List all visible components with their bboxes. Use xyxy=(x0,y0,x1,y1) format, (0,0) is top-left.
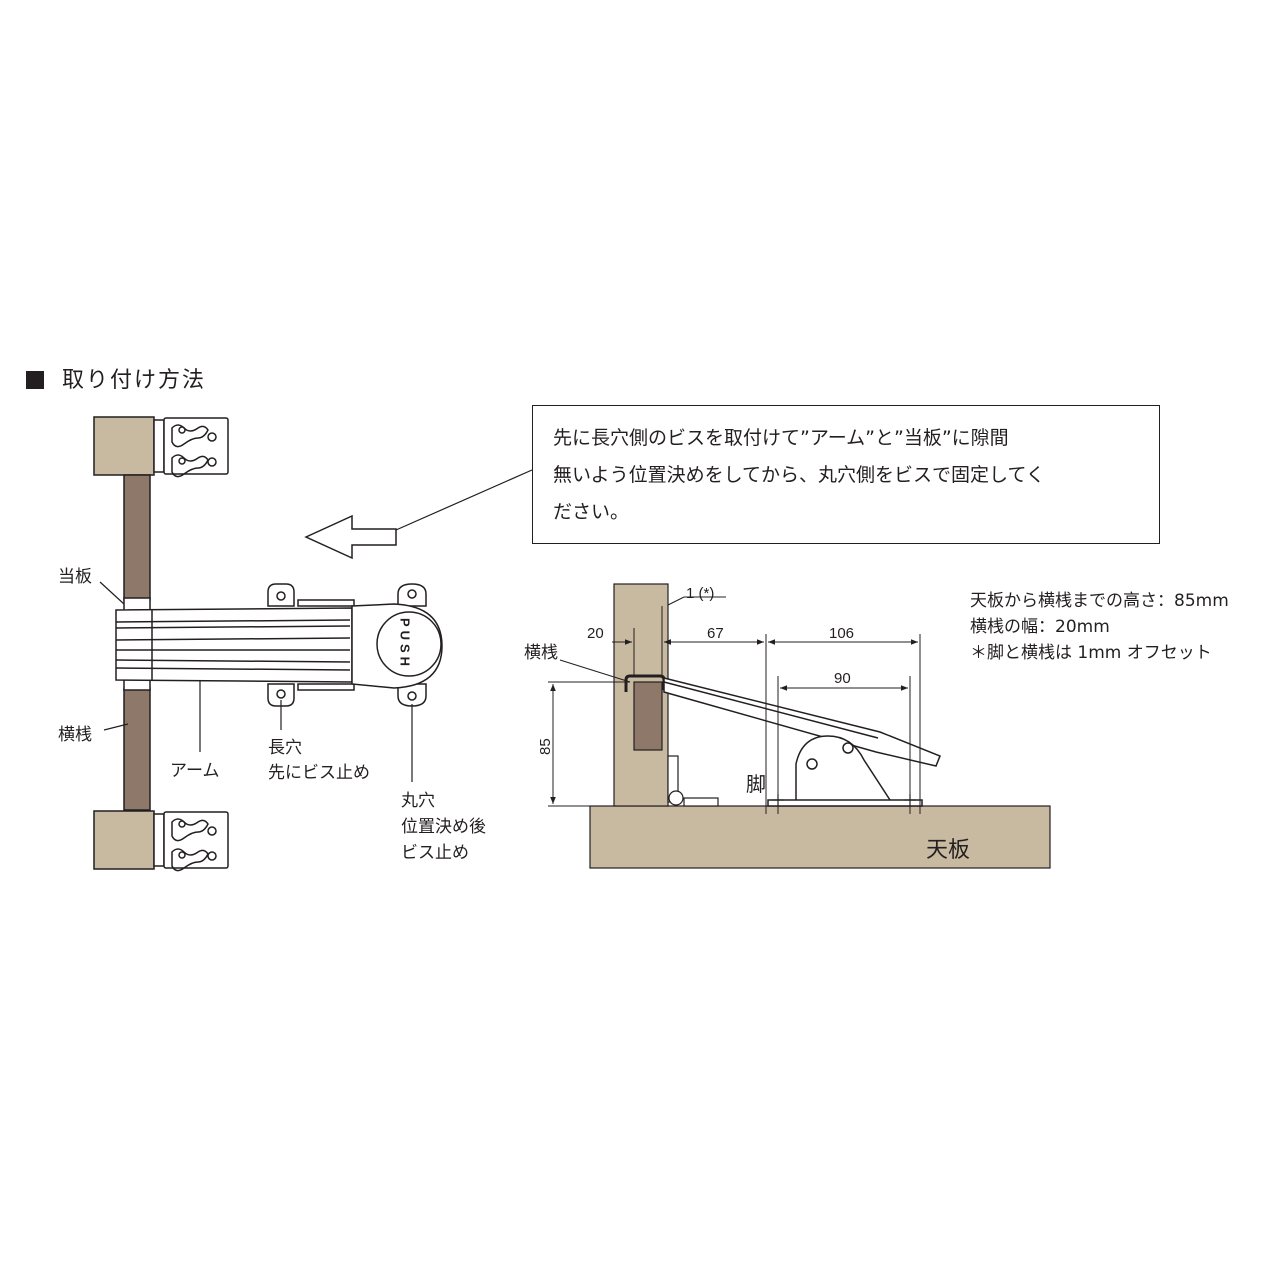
label-side-crossbar: 横桟 xyxy=(524,643,558,663)
slot-hole-bracket xyxy=(267,583,355,707)
dim-67-label: 67 xyxy=(707,625,724,642)
front-view: PUSH xyxy=(93,416,443,872)
label-slot-hole: 長穴 xyxy=(268,738,302,758)
label-leg: 脚 xyxy=(746,772,766,796)
vertical-bar-lower xyxy=(123,687,151,811)
note-line-2: 無いよう位置決めをしてから、丸穴側をビスで固定してく xyxy=(553,464,1045,486)
upper-hinge-plate xyxy=(153,417,229,478)
note-line-3: ださい。 xyxy=(553,501,630,523)
spec-height: 天板から横桟までの高さ：85mm xyxy=(970,591,1229,611)
label-tabletop: 天板 xyxy=(926,838,971,863)
push-label: PUSH xyxy=(398,618,413,670)
page-title: 取り付け方法 xyxy=(62,368,207,393)
label-arm: アーム xyxy=(170,761,220,781)
crossbar-section xyxy=(633,681,663,751)
tabletop xyxy=(589,805,1051,869)
side-arm-lever xyxy=(663,677,941,767)
label-round-hole-note1: 位置決め後 xyxy=(401,817,486,837)
label-round-hole: 丸穴 xyxy=(401,791,435,811)
dim-90-label: 90 xyxy=(834,670,851,687)
lower-post-block xyxy=(93,810,155,870)
upper-post-block xyxy=(93,416,155,476)
push-head xyxy=(351,603,443,689)
dim-85-label: 85 xyxy=(537,738,554,755)
heading-square-icon xyxy=(26,371,44,389)
note-line-1: 先に長穴側のビスを取付けて”アーム”と”当板”に隙間 xyxy=(553,427,1009,449)
lower-hinge-plate xyxy=(153,811,229,872)
arm-body xyxy=(115,607,353,683)
stopper-roller xyxy=(667,755,719,807)
label-round-hole-note2: ビス止め xyxy=(401,843,469,863)
side-view: 20 1 (*) 67 106 90 85 xyxy=(537,583,1051,869)
spec-width: 横桟の幅：20mm xyxy=(970,617,1110,637)
label-backing-plate: 当板 xyxy=(58,567,92,587)
hollow-arrow-icon xyxy=(304,514,397,560)
label-crossbar: 横桟 xyxy=(58,725,92,745)
dim-106-label: 106 xyxy=(829,625,854,642)
round-hole-bracket xyxy=(397,583,427,707)
note-pointer-line xyxy=(395,469,533,531)
spec-offset: ＊脚と横桟は 1mm オフセット xyxy=(970,643,1212,663)
label-slot-hole-note: 先にビス止め xyxy=(268,763,370,783)
vertical-bar-upper xyxy=(123,474,151,601)
side-foot-bracket xyxy=(767,735,923,807)
instruction-note: 先に長穴側のビスを取付けて”アーム”と”当板”に隙間 無いよう位置決めをしてから… xyxy=(532,405,1160,544)
dim-1-label: 1 (*) xyxy=(686,585,714,602)
dim-20-label: 20 xyxy=(587,625,604,642)
